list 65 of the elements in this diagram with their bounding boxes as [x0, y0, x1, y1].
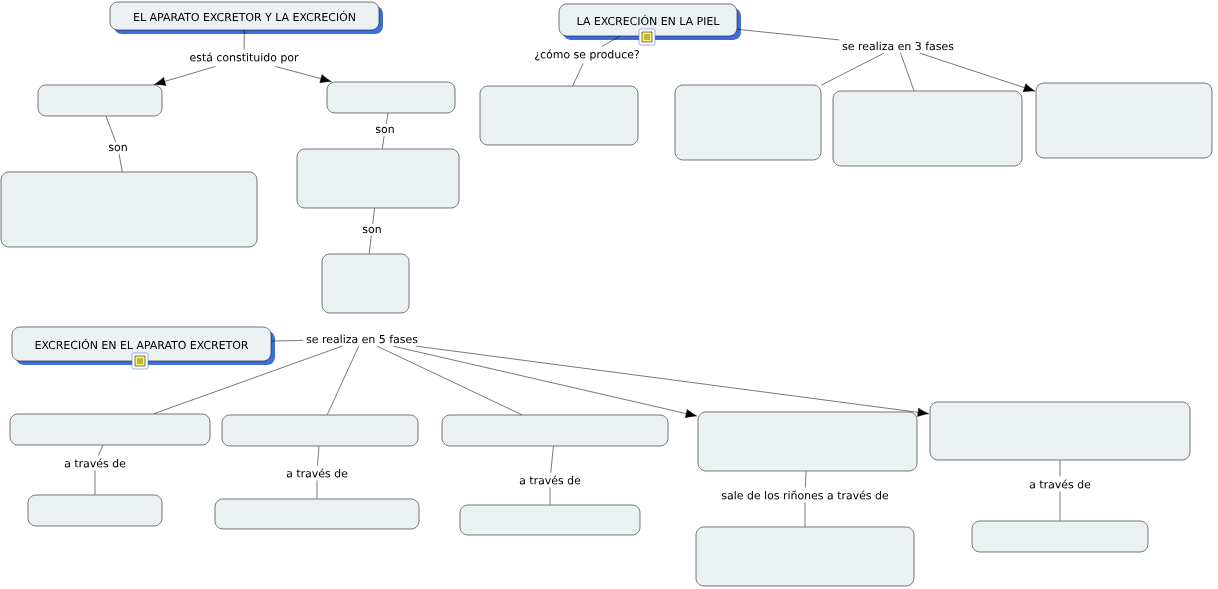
- concept-box: [697, 411, 918, 472]
- connector-line: [549, 487, 551, 505]
- linking-phrase: está constituido por: [186, 49, 302, 67]
- concept-box: [929, 401, 1191, 461]
- connector-line: [317, 446, 320, 466]
- connector-line: [94, 470, 96, 495]
- connector-line: [900, 52, 915, 91]
- connector-line: [805, 471, 807, 488]
- connector-line: [804, 502, 806, 527]
- connector-line: [154, 66, 216, 86]
- concept-box: [326, 81, 456, 114]
- concept-box: EL APARATO EXCRETOR Y LA EXCRECIÓN: [109, 1, 383, 34]
- connector-line: [550, 446, 554, 473]
- connector-line: [601, 36, 620, 47]
- connector-line: [243, 30, 245, 50]
- concept-box: [27, 494, 163, 527]
- connector-line: [275, 66, 332, 83]
- connector-line: [376, 345, 523, 415]
- linking-phrase: son: [359, 224, 385, 236]
- connector-line: [392, 345, 697, 418]
- concept-box: [441, 414, 669, 447]
- connector-line: [118, 153, 123, 172]
- concept-box: [0, 171, 258, 248]
- concept-box: [832, 90, 1023, 167]
- concept-box: [971, 520, 1149, 553]
- connector-line: [821, 52, 885, 86]
- connector-line: [737, 29, 840, 41]
- connector-line: [385, 113, 389, 125]
- connector-line: [572, 63, 584, 86]
- connector-line: [316, 480, 318, 499]
- connector-line: [382, 135, 385, 149]
- concept-box: [221, 414, 419, 447]
- connector-line: [1059, 460, 1061, 477]
- linking-phrase: a través de: [283, 465, 351, 481]
- concept-box: [479, 85, 639, 146]
- concept-box: [695, 526, 915, 587]
- concept-box: [321, 253, 410, 314]
- linking-phrase: se realiza en 5 fases: [303, 332, 421, 346]
- linking-phrase: sale de los riñones a través de: [718, 487, 892, 503]
- linking-phrase: se realiza en 3 fases: [839, 39, 957, 53]
- connector-line: [919, 52, 1035, 93]
- linking-phrase: son: [105, 142, 131, 154]
- connector-line: [416, 345, 929, 417]
- connector-line: [1059, 491, 1061, 521]
- connector-line: [98, 445, 104, 456]
- concept-box: [9, 413, 211, 446]
- concept-box: EXCRECIÓN EN EL APARATO EXCRETOR: [11, 326, 275, 365]
- concept-box: [37, 84, 163, 117]
- connector-line: [372, 208, 375, 225]
- concept-box: [674, 84, 822, 161]
- concept-box: [296, 148, 460, 209]
- linking-phrase: son: [372, 124, 398, 136]
- concept-box: [1035, 82, 1213, 159]
- linking-phrase: a través de: [516, 472, 584, 488]
- linking-phrase: ¿cómo se produce?: [531, 46, 643, 64]
- linking-phrase: a través de: [1026, 476, 1094, 492]
- connector-line: [368, 235, 372, 254]
- connector-line: [153, 345, 343, 414]
- connector-line: [105, 116, 116, 143]
- connector-line: [271, 340, 304, 342]
- concept-box: [459, 504, 641, 536]
- linking-phrase: a través de: [61, 455, 129, 471]
- connector-line: [326, 345, 359, 415]
- concept-box: [214, 498, 420, 530]
- concept-box: LA EXCRECIÓN EN LA PIEL: [558, 3, 741, 40]
